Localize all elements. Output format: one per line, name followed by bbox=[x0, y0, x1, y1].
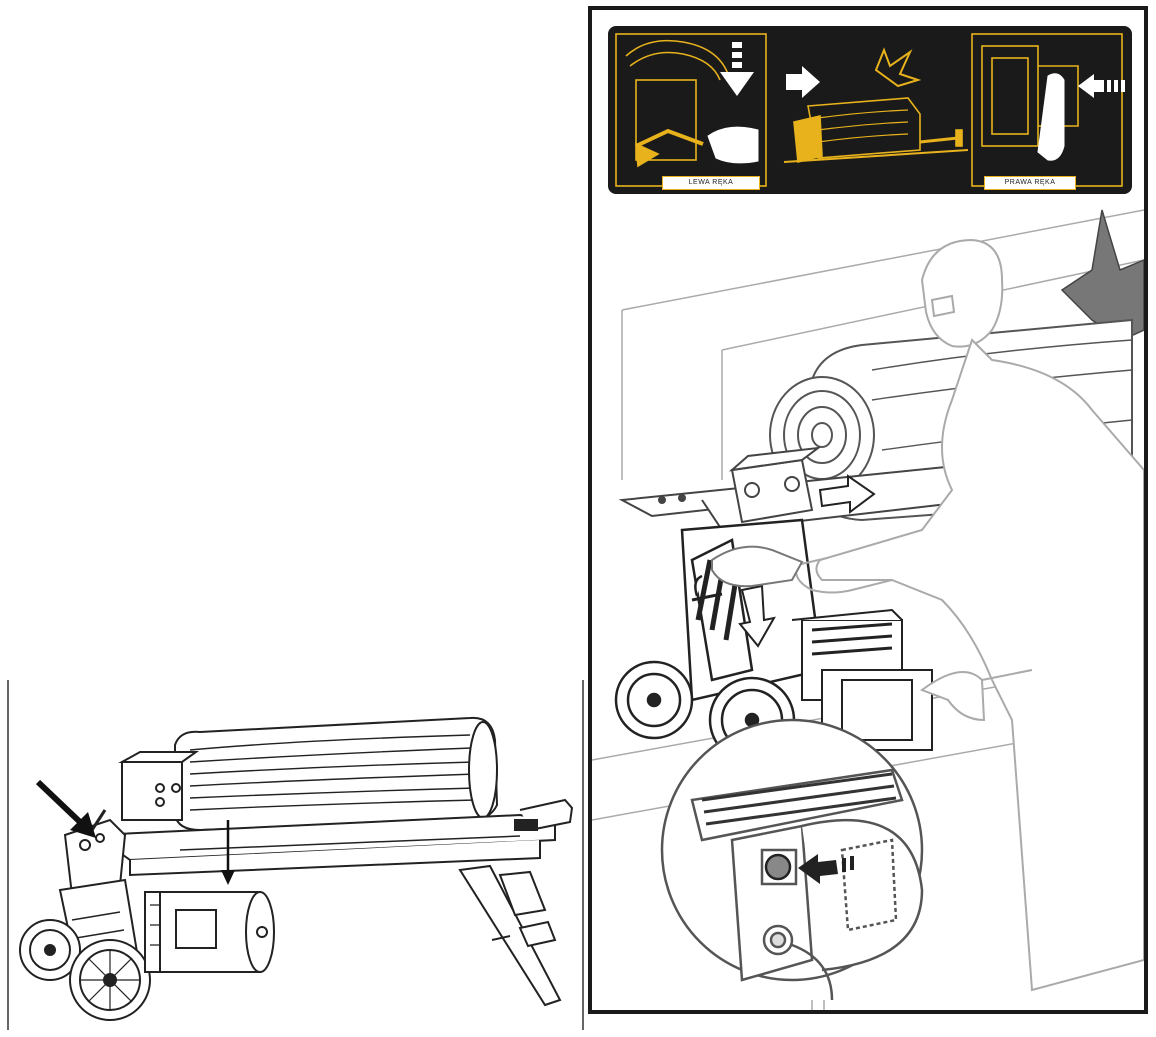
arrow-down-icon bbox=[221, 820, 235, 885]
right-hand-label: PRAWA RĘKA bbox=[984, 176, 1076, 190]
arrow-right-icon bbox=[786, 66, 820, 98]
panel-center-impact bbox=[783, 97, 969, 164]
wheels bbox=[19, 878, 151, 1021]
arrow-down-icon bbox=[738, 584, 776, 648]
arrow-left-icon bbox=[798, 854, 854, 884]
arrow-down-icon bbox=[720, 42, 754, 96]
left-hand-label: LEWA RĘKA bbox=[662, 176, 760, 190]
operator-scene bbox=[592, 209, 1144, 1010]
safety-illustration-frame: LEWA RĘKA PRAWA RĘKA bbox=[588, 6, 1148, 1014]
panel-left-hand bbox=[615, 33, 767, 187]
operator bbox=[795, 238, 1144, 992]
beam bbox=[92, 798, 574, 877]
rear-leg bbox=[458, 864, 562, 1007]
panel-right-hand bbox=[971, 33, 1123, 187]
motor bbox=[144, 891, 275, 973]
log-splitter-illustration bbox=[0, 670, 590, 1037]
pusher-block bbox=[118, 751, 200, 821]
warning-strip: LEWA RĘKA PRAWA RĘKA bbox=[608, 26, 1132, 194]
motor bbox=[791, 608, 933, 751]
burst-icon bbox=[874, 47, 922, 88]
arrow-right-icon bbox=[818, 474, 876, 514]
control-lever bbox=[63, 809, 127, 897]
switch-detail-inset bbox=[660, 718, 924, 1001]
arrow-left-icon bbox=[1078, 74, 1125, 98]
log bbox=[174, 716, 499, 832]
operator-glove bbox=[711, 545, 804, 588]
arrow-diagonal-icon bbox=[35, 779, 96, 838]
